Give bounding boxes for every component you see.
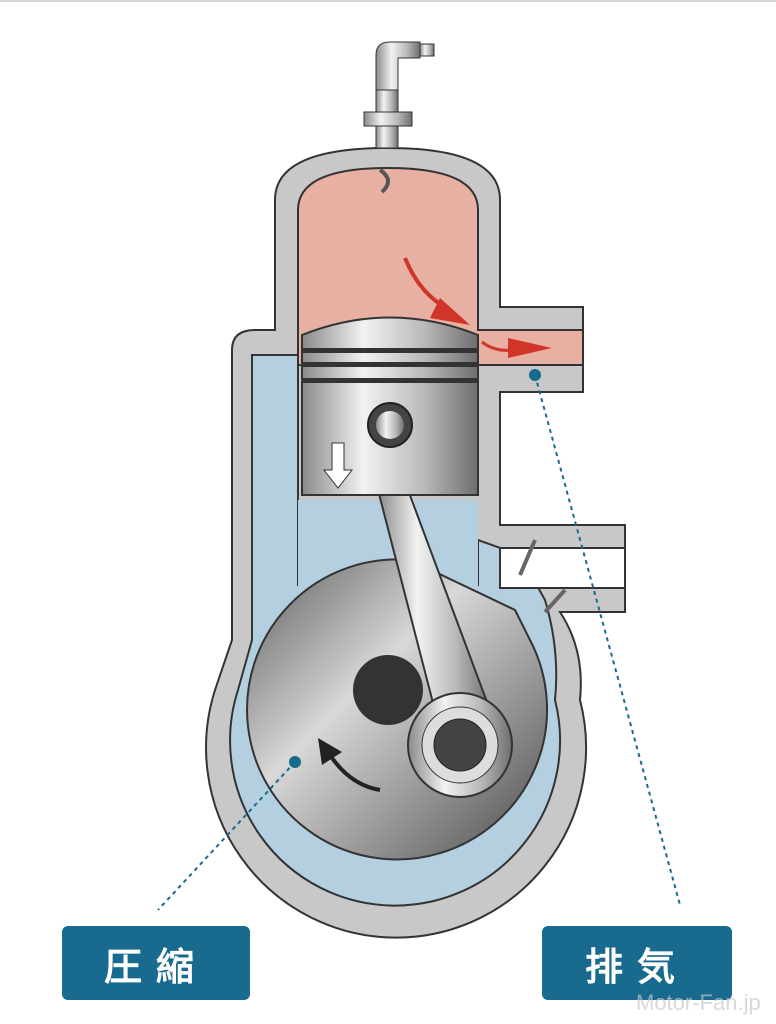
watermark: Motor-Fan.jp xyxy=(636,990,761,1015)
reed-valve xyxy=(543,588,567,614)
exhaust-leader-line xyxy=(534,374,681,906)
arrowhead-icon xyxy=(318,738,342,765)
down-arrow-icon xyxy=(322,442,354,489)
arrowhead-icon xyxy=(430,298,470,325)
crank-counterweight-hole xyxy=(353,655,423,725)
piston xyxy=(301,316,479,496)
rotation-arrow-icon xyxy=(328,753,381,792)
reed-valve xyxy=(518,539,537,576)
exhaust-label: 排気 xyxy=(542,926,732,1000)
compression-leader-line xyxy=(157,761,296,911)
combustion-chamber xyxy=(297,166,584,366)
top-border xyxy=(0,0,776,2)
intake-port xyxy=(499,547,626,589)
compression-label: 圧縮 xyxy=(62,926,250,1000)
arrowhead-icon xyxy=(508,338,552,358)
spark-plug xyxy=(363,41,435,194)
exhaust-pointer-dot xyxy=(529,369,541,381)
crank-pin xyxy=(433,718,487,772)
compression-pointer-dot xyxy=(289,756,301,768)
